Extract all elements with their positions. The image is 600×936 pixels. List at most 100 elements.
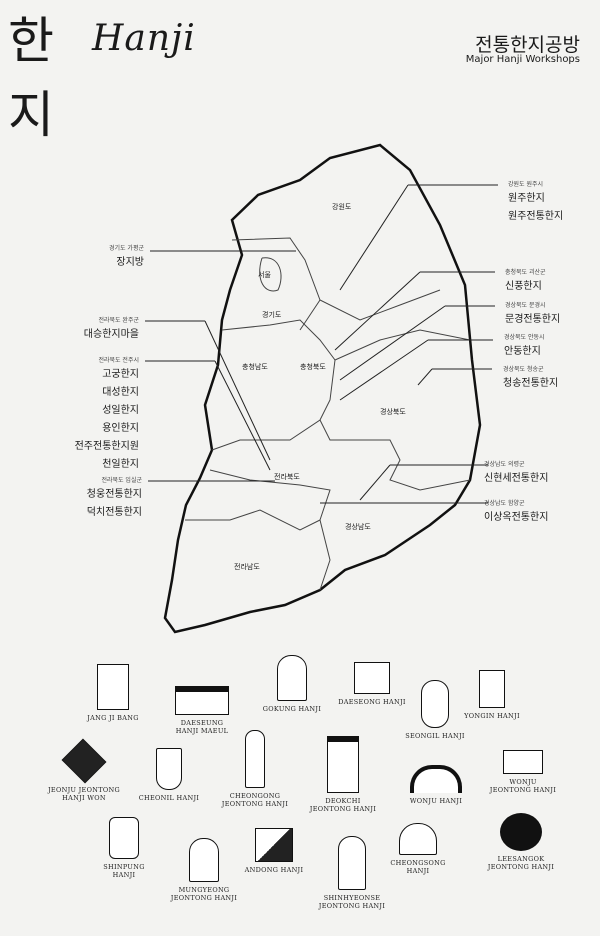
region-seoul: 서울 (258, 271, 271, 279)
workshop-logo: GOKUNG HANJI (237, 655, 347, 713)
workshop-logo: DAESEONG HANJI (317, 662, 427, 706)
region-gyeonggi: 경기도 (262, 311, 282, 319)
workshop-logo-name: SHINPUNG HANJI (103, 863, 145, 879)
workshop-name: 청웅전통한지 (86, 489, 142, 500)
subtitle-english: Major Hanji Workshops (465, 54, 580, 65)
area-label: 전라북도 전주시 (98, 357, 139, 364)
workshop-logo-icon (338, 836, 366, 890)
map-outline (163, 143, 482, 634)
area-label: 전라북도 완주군 (98, 317, 139, 324)
workshop-logo: WONJU HANJI (381, 765, 491, 805)
workshop-logo: CHEONGSONG HANJI (363, 823, 473, 875)
workshop-logo-name: GOKUNG HANJI (262, 705, 322, 713)
workshop-logo-name: SEONGIL HANJI (405, 732, 465, 740)
region-jeonnam: 전라남도 (234, 563, 260, 571)
workshop-logo-icon (61, 738, 107, 784)
region-gangwon: 강원도 (332, 203, 352, 211)
workshop-logo-icon (354, 662, 390, 694)
workshop-logo-icon (189, 838, 219, 882)
workshop-logo-name: CHEONIL HANJI (138, 794, 200, 802)
workshop-name: 신풍한지 (505, 281, 542, 292)
region-gyeongnam: 경상남도 (345, 523, 371, 531)
workshop-logo-name: MUNGYEONG JEONTONG HANJI (170, 886, 238, 902)
workshop-logo-icon (109, 817, 139, 859)
workshop-logo-icon (399, 823, 437, 855)
workshop-logo: CHEONGONG JEONTONG HANJI (200, 730, 310, 808)
title-char-han: 한 (8, 12, 54, 70)
workshop-logo-icon (421, 680, 449, 728)
workshop-logo-name: ANDONG HANJI (244, 866, 304, 874)
area-label: 강원도 원주시 (508, 181, 544, 188)
workshop-logo-icon (503, 750, 543, 774)
workshop-logo: DAESEUNG HANJI MAEUL (147, 686, 257, 735)
workshop-name: 대성한지 (102, 387, 139, 398)
workshop-logo-name: DAESEONG HANJI (338, 698, 406, 706)
workshop-logo: YONGIN HANJI (437, 670, 547, 720)
workshop-logo: JEONJU JEONTONG HANJI WON (29, 738, 139, 802)
korea-map (145, 143, 498, 634)
workshop-name: 원주전통한지 (508, 211, 564, 222)
region-chungbuk: 충청북도 (300, 363, 326, 371)
workshop-name: 천일한지 (102, 459, 139, 470)
workshop-logo-name: CHEONGONG JEONTONG HANJI (221, 792, 289, 808)
title-char-ji: 지 (8, 86, 54, 144)
workshop-logo-name: YONGIN HANJI (464, 712, 520, 720)
workshop-logo-name: WONJU HANJI (409, 797, 463, 805)
workshop-logo-icon (175, 686, 229, 715)
title-english: Hanji (92, 18, 196, 59)
area-label: 경상북도 안동시 (504, 334, 545, 341)
area-label: 경상남도 의령군 (484, 461, 525, 468)
workshop-logo-icon (500, 813, 542, 851)
area-label: 경상북도 문경시 (505, 302, 546, 309)
workshop-logo-icon (410, 765, 462, 793)
workshop-logo-icon (479, 670, 505, 708)
workshop-logo-icon (97, 664, 129, 710)
workshop-name: 장지방 (116, 257, 144, 268)
workshop-name: 원주한지 (508, 193, 545, 204)
workshop-logo-icon (156, 748, 182, 790)
workshop-logo: WONJU JEONTONG HANJI (468, 750, 578, 794)
workshop-logo-icon (245, 730, 265, 788)
workshop-name: 고궁한지 (102, 369, 139, 380)
workshop-logo: SEONGIL HANJI (380, 680, 490, 740)
workshop-name: 문경전통한지 (505, 314, 561, 325)
workshop-logo: JANG JI BANG (58, 664, 168, 722)
workshop-logo-name: JANG JI BANG (87, 714, 139, 722)
area-label: 전라북도 임실군 (101, 477, 142, 484)
workshop-name: 성일한지 (102, 405, 139, 416)
workshop-name: 신현세전통한지 (484, 473, 549, 484)
area-label: 경상북도 청송군 (503, 366, 544, 373)
workshop-name: 용인한지 (102, 423, 139, 434)
workshop-name: 청송전통한지 (503, 378, 559, 389)
region-chungnam: 충청남도 (242, 363, 268, 371)
workshop-logo-name: SHINHYEONSE JEONTONG HANJI (318, 894, 386, 910)
workshop-logo: CHEONIL HANJI (114, 748, 224, 802)
workshop-logo: LEESANGOK JEONTONG HANJI (466, 813, 576, 871)
workshop-logo-icon (255, 828, 293, 862)
workshop-logo: ANDONG HANJI (219, 828, 329, 874)
workshop-name: 전주전통한지원 (74, 441, 139, 452)
workshop-logo-icon (327, 736, 359, 793)
workshop-name: 대승한지마을 (83, 329, 139, 340)
workshop-logo-name: DEOKCHI JEONTONG HANJI (309, 797, 377, 813)
workshop-name: 덕치전통한지 (86, 507, 142, 518)
leader-lines (145, 184, 498, 504)
workshop-name: 이상옥전통한지 (484, 512, 549, 523)
subtitle-korean: 전통한지공방 (475, 34, 580, 56)
workshop-name: 안동한지 (504, 346, 541, 357)
workshop-logo-name: JEONJU JEONTONG HANJI WON (48, 786, 120, 802)
province-borders (185, 237, 471, 591)
area-label: 충청북도 괴산군 (505, 269, 546, 276)
area-label: 경상남도 함양군 (484, 500, 525, 507)
region-gyeongbuk: 경상북도 (380, 408, 406, 416)
